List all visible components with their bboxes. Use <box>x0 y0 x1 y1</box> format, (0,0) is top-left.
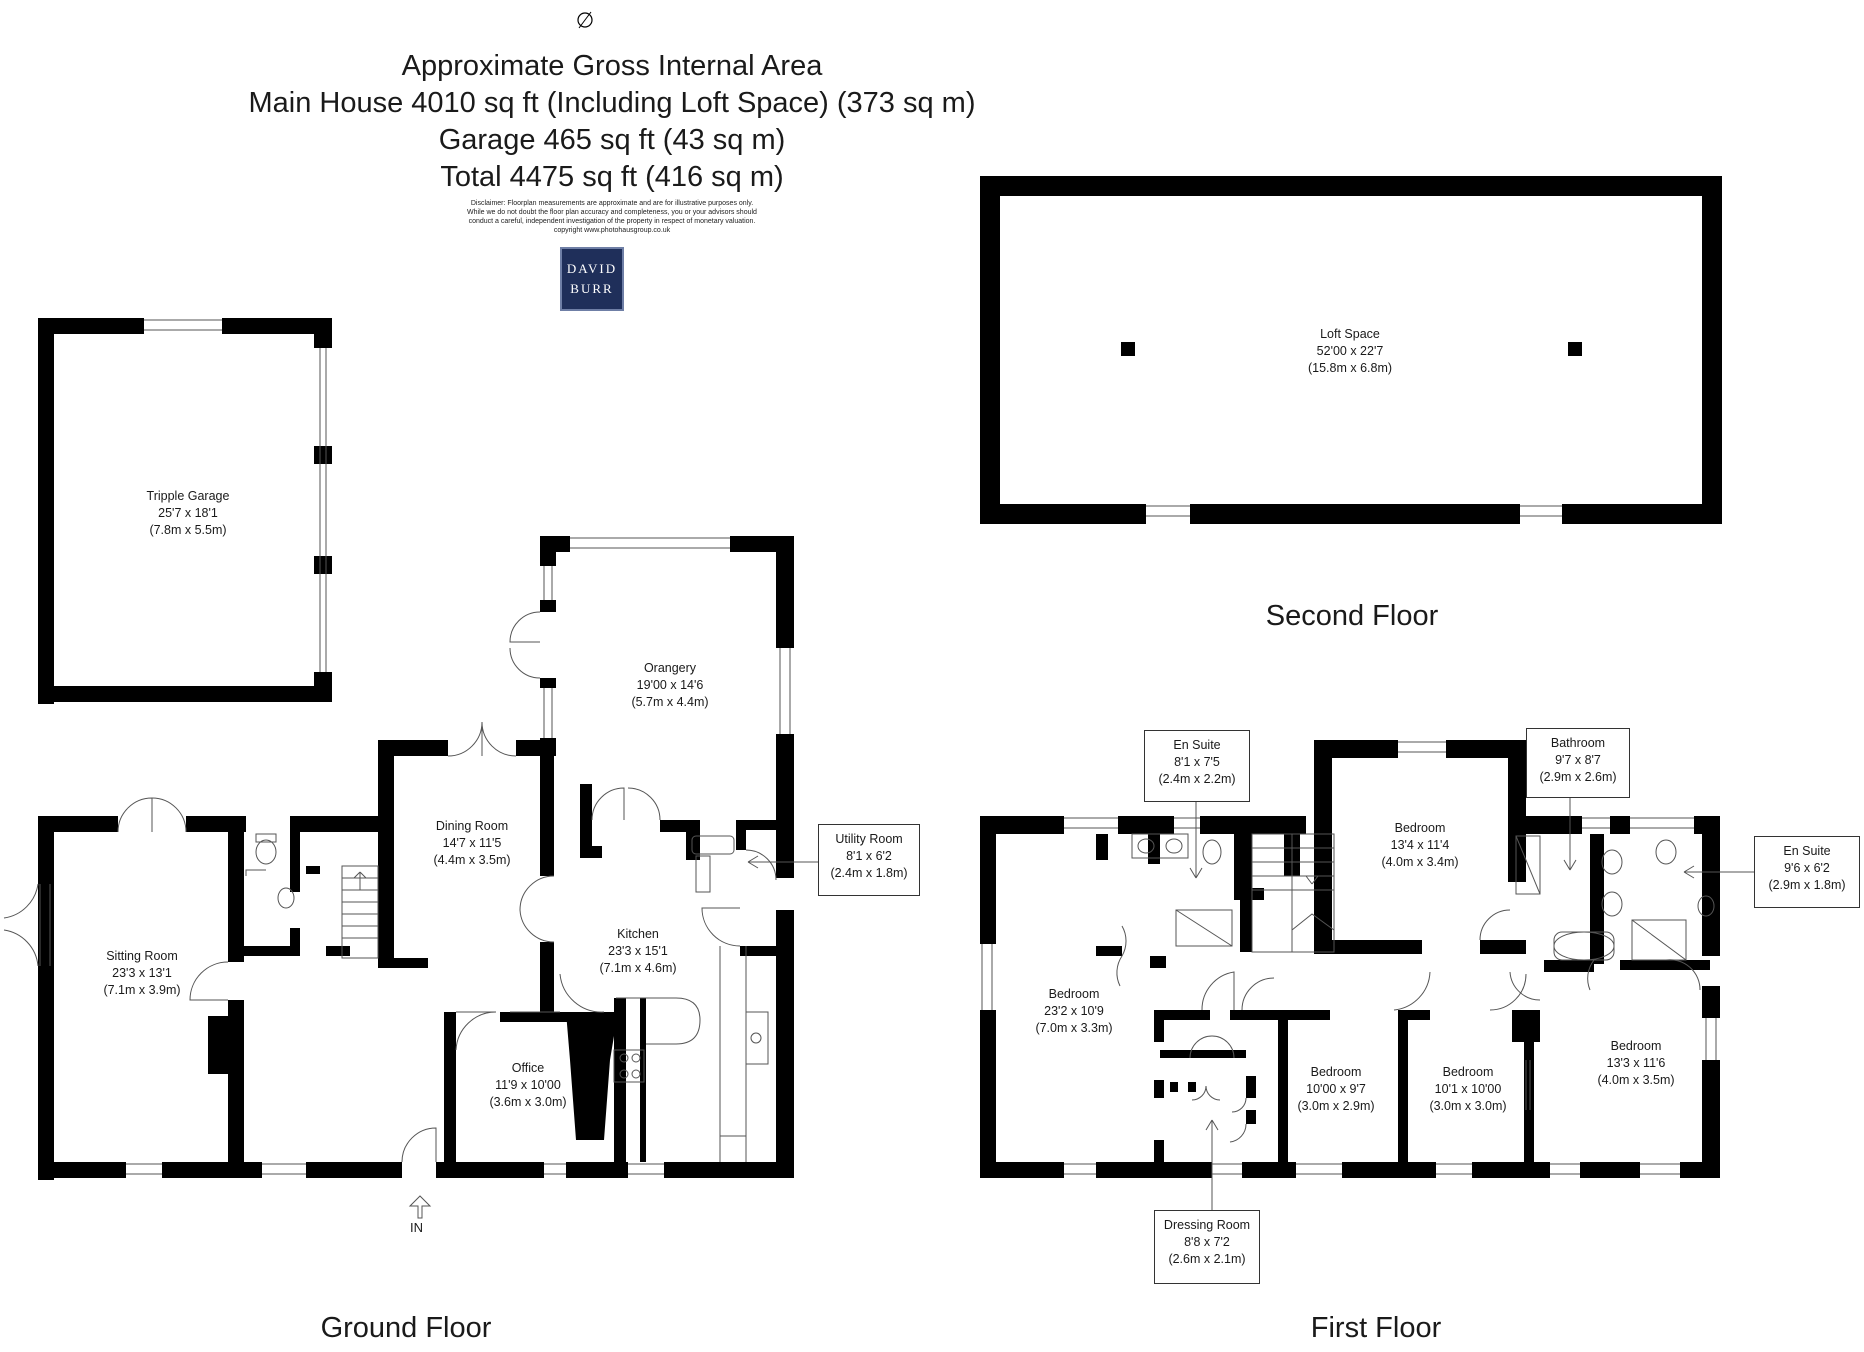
garage-area: Garage 465 sq ft (43 sq m) <box>438 124 786 156</box>
david-burr-logo: DAVID BURR <box>560 247 624 311</box>
room-imperial: 13'4 x 11'4 <box>1390 838 1450 852</box>
room-label-bedroom-right: Bedroom 13'3 x 11'6 (4.0m x 3.5m) <box>1597 1038 1674 1089</box>
room-name: En Suite <box>1783 844 1831 858</box>
room-label-bedroom-top: Bedroom 13'4 x 11'4 (4.0m x 3.4m) <box>1381 820 1458 871</box>
logo-line-1: DAVID <box>566 261 618 276</box>
disclaimer-line-3: conduct a careful, independent investiga… <box>468 218 756 225</box>
callout-en-suite-2: En Suite 9'6 x 6'2 (2.9m x 1.8m) <box>1754 836 1860 908</box>
room-name: Utility Room <box>835 832 903 846</box>
room-metric: (15.8m x 6.8m) <box>1307 361 1393 375</box>
room-label-bedroom-mid-2: Bedroom 10'1 x 10'00 (3.0m x 3.0m) <box>1429 1064 1506 1115</box>
walls <box>38 176 1722 1180</box>
disclaimer-line-4: copyright www.photohausgroup.co.uk <box>553 227 671 234</box>
room-metric: (5.7m x 4.4m) <box>631 695 709 709</box>
room-name: Tripple Garage <box>146 489 230 503</box>
room-imperial: 10'1 x 10'00 <box>1434 1082 1502 1096</box>
room-metric: (7.0m x 3.3m) <box>1035 1021 1113 1035</box>
room-imperial: 19'00 x 14'6 <box>636 678 704 692</box>
room-name: Bedroom <box>1048 987 1100 1001</box>
disclaimer-line-2: While we do not doubt the floor plan acc… <box>467 209 757 216</box>
room-metric: (3.0m x 3.0m) <box>1429 1099 1507 1113</box>
room-label-office: Office 11'9 x 10'00 (3.6m x 3.0m) <box>489 1060 566 1111</box>
entrance-label: IN <box>410 1220 423 1235</box>
main-house-area: Main House 4010 sq ft (Including Loft Sp… <box>248 87 976 119</box>
room-name: Bedroom <box>1610 1039 1662 1053</box>
room-label-sitting: Sitting Room 23'3 x 13'1 (7.1m x 3.9m) <box>103 948 180 999</box>
logo-line-2: BURR <box>570 281 614 296</box>
room-imperial: 9'6 x 6'2 <box>1784 861 1830 875</box>
room-name: Kitchen <box>617 927 659 941</box>
callout-en-suite-1: En Suite 8'1 x 7'5 (2.4m x 2.2m) <box>1144 730 1250 802</box>
room-imperial: 13'3 x 11'6 <box>1606 1056 1666 1070</box>
room-imperial: 10'00 x 9'7 <box>1306 1082 1366 1096</box>
room-metric: (7.8m x 5.5m) <box>149 523 227 537</box>
room-metric: (3.6m x 3.0m) <box>489 1095 567 1109</box>
room-imperial: 8'8 x 7'2 <box>1184 1235 1230 1249</box>
room-metric: (4.4m x 3.5m) <box>433 853 511 867</box>
area-title: Approximate Gross Internal Area <box>401 50 823 82</box>
room-name: Dressing Room <box>1163 1218 1251 1232</box>
room-label-orangery: Orangery 19'00 x 14'6 (5.7m x 4.4m) <box>631 660 708 711</box>
room-name: Bathroom <box>1550 736 1606 750</box>
room-label-bedroom-mid-1: Bedroom 10'00 x 9'7 (3.0m x 2.9m) <box>1297 1064 1374 1115</box>
room-imperial: 23'2 x 10'9 <box>1044 1004 1104 1018</box>
room-name: Office <box>511 1061 545 1075</box>
room-metric: (2.6m x 2.1m) <box>1168 1252 1246 1266</box>
room-label-dining: Dining Room 14'7 x 11'5 (4.4m x 3.5m) <box>433 818 510 869</box>
room-imperial: 23'3 x 15'1 <box>608 944 668 958</box>
callout-dressing-room: Dressing Room 8'8 x 7'2 (2.6m x 2.1m) <box>1154 1210 1260 1284</box>
room-name: Dining Room <box>435 819 509 833</box>
room-name: Orangery <box>643 661 697 675</box>
room-label-loft: Loft Space 52'00 x 22'7 (15.8m x 6.8m) <box>1308 326 1392 377</box>
fixtures-and-openings <box>3 319 1754 1219</box>
room-name: Loft Space <box>1320 327 1380 341</box>
room-metric: (3.0m x 2.9m) <box>1297 1099 1375 1113</box>
room-name: Bedroom <box>1310 1065 1362 1079</box>
second-floor-title: Second Floor <box>1265 600 1439 632</box>
room-name: Bedroom <box>1442 1065 1494 1079</box>
total-area: Total 4475 sq ft (416 sq m) <box>440 161 784 193</box>
room-imperial: 9'7 x 8'7 <box>1555 753 1601 767</box>
room-metric: (7.1m x 4.6m) <box>599 961 677 975</box>
room-label-kitchen: Kitchen 23'3 x 15'1 (7.1m x 4.6m) <box>599 926 676 977</box>
room-metric: (7.1m x 3.9m) <box>103 983 181 997</box>
room-name: Bedroom <box>1394 821 1446 835</box>
room-name: Sitting Room <box>106 949 178 963</box>
room-imperial: 8'1 x 7'5 <box>1174 755 1220 769</box>
room-label-bedroom-left: Bedroom 23'2 x 10'9 (7.0m x 3.3m) <box>1035 986 1112 1037</box>
area-summary: Approximate Gross Internal Area Main Hou… <box>0 48 1224 235</box>
room-metric: (2.9m x 1.8m) <box>1768 878 1846 892</box>
room-metric: (2.4m x 1.8m) <box>830 866 908 880</box>
callout-bathroom: Bathroom 9'7 x 8'7 (2.9m x 2.6m) <box>1526 728 1630 798</box>
room-imperial: 14'7 x 11'5 <box>442 836 502 850</box>
room-imperial: 11'9 x 10'00 <box>495 1078 561 1092</box>
room-imperial: 23'3 x 13'1 <box>112 966 172 980</box>
room-metric: (2.4m x 2.2m) <box>1158 772 1236 786</box>
room-metric: (4.0m x 3.5m) <box>1597 1073 1675 1087</box>
compass-icon <box>577 11 601 36</box>
room-name: En Suite <box>1173 738 1221 752</box>
room-imperial: 25'7 x 18'1 <box>158 506 218 520</box>
room-label-garage: Tripple Garage 25'7 x 18'1 (7.8m x 5.5m) <box>147 488 230 539</box>
disclaimer-line-1: Disclaimer: Floorplan measurements are a… <box>470 200 754 207</box>
room-imperial: 8'1 x 6'2 <box>846 849 892 863</box>
first-floor-title: First Floor <box>1310 1312 1442 1344</box>
room-metric: (2.9m x 2.6m) <box>1539 770 1617 784</box>
ground-floor-title: Ground Floor <box>320 1312 492 1344</box>
room-imperial: 52'00 x 22'7 <box>1316 344 1384 358</box>
room-metric: (4.0m x 3.4m) <box>1381 855 1459 869</box>
callout-utility-room: Utility Room 8'1 x 6'2 (2.4m x 1.8m) <box>818 824 920 896</box>
